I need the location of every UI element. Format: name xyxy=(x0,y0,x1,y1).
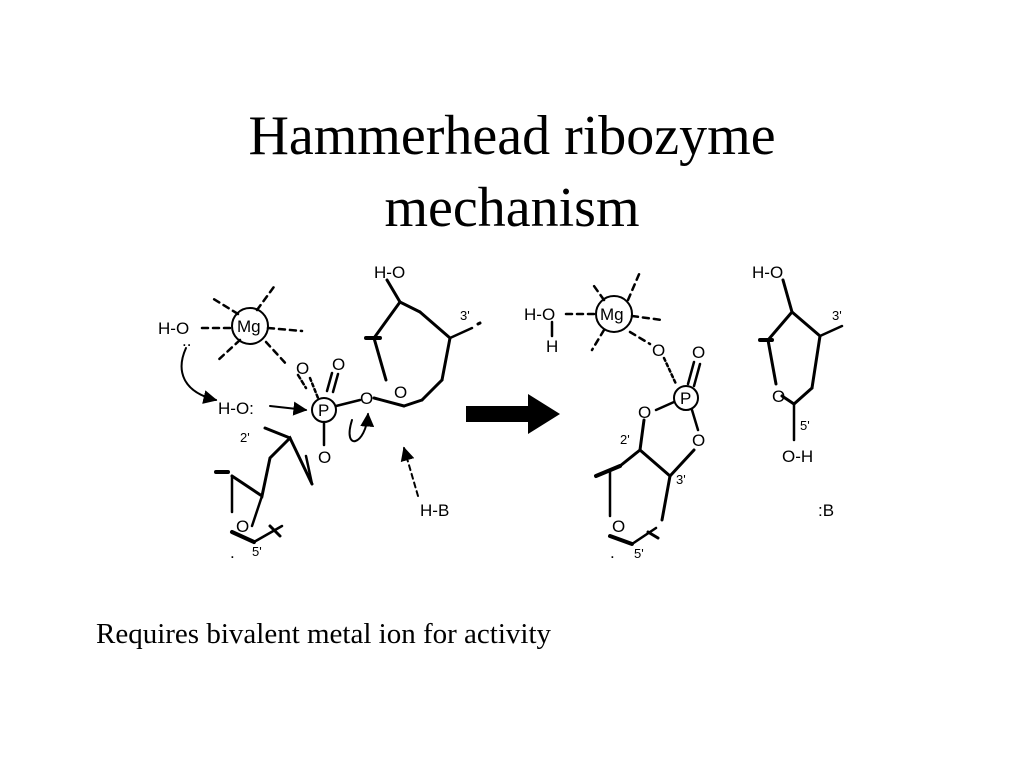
label-o-leaving: O xyxy=(360,389,373,408)
label-product-water-h: H xyxy=(546,337,558,356)
label-product-3prime-upper: 3' xyxy=(832,308,842,323)
label-product-2prime: 2' xyxy=(620,432,630,447)
slide-caption: Requires bivalent metal ion for activity xyxy=(96,618,552,650)
label-product-3prime-lower: 3' xyxy=(676,472,686,487)
cyclic-phosphate-ribose xyxy=(594,418,696,546)
title-line-2: mechanism xyxy=(384,176,640,239)
label-5prime: 5' xyxy=(252,544,262,559)
label-product-o-top: O xyxy=(692,343,705,362)
label-product-ring-o-upper: O xyxy=(772,387,785,406)
mg-ion xyxy=(231,307,269,345)
reaction-arrow xyxy=(466,394,560,434)
label-ring-o-lower: O xyxy=(236,517,249,536)
lower-ribose-ring xyxy=(214,426,314,544)
label-water-lone-pair: .. xyxy=(182,331,191,350)
product-structure xyxy=(550,270,844,546)
five-prime-hydroxyl-ribose xyxy=(758,278,844,442)
label-o-bottom: O xyxy=(318,448,331,467)
label-phosphorus: P xyxy=(318,401,329,420)
label-product-top-ho: H-O xyxy=(752,263,783,282)
slide-title: Hammerhead ribozyme mechanism xyxy=(0,100,1024,244)
label-ring-o-upper: O xyxy=(394,383,407,402)
label-product-o-3: O xyxy=(692,431,705,450)
label-product-water-ho: H-O xyxy=(524,305,555,324)
upper-ribose-ring xyxy=(364,278,482,408)
product-phosphorus-atom xyxy=(673,385,699,411)
label-o-top: O xyxy=(332,355,345,374)
label-product-mg: Mg xyxy=(600,305,624,324)
label-water: H-O xyxy=(158,319,189,338)
product-mg-coordination-bonds xyxy=(564,270,664,352)
label-hydroxyl: H-O: xyxy=(218,399,254,418)
label-product-o-2: O xyxy=(638,403,651,422)
label-product-oh: O-H xyxy=(782,447,813,466)
proton-transfer-arrow xyxy=(400,446,419,497)
label-product-base: :B xyxy=(818,501,834,520)
label-product-ring-o: O xyxy=(612,517,625,536)
label-mg: Mg xyxy=(237,317,261,336)
label-product-5prime-upper: 5' xyxy=(800,418,810,433)
label-product-o-mg: O xyxy=(652,341,665,360)
label-base: H-B xyxy=(420,501,449,520)
label-3prime: 3' xyxy=(460,308,470,323)
label-o-mg: O xyxy=(296,359,309,378)
label-product-dot-5prime: . xyxy=(610,543,615,562)
nucleophilic-attack-arrow xyxy=(269,401,308,416)
label-2prime: 2' xyxy=(240,430,250,445)
label-dot-5prime: . xyxy=(230,543,235,562)
label-product-phosphorus: P xyxy=(680,389,691,408)
label-top-ho: H-O xyxy=(374,263,405,282)
leaving-group-arrow xyxy=(348,412,375,442)
title-line-1: Hammerhead ribozyme xyxy=(248,104,776,167)
product-mg-ion xyxy=(595,295,633,333)
mg-coordination-bonds xyxy=(196,282,304,368)
mechanism-diagram: H-O .. Mg H-O: P O O O O O O H-O 2' 3' 5… xyxy=(158,263,844,562)
label-product-5prime-lower: 5' xyxy=(634,546,644,561)
water-attack-arrow xyxy=(180,347,218,404)
reactant-structure xyxy=(180,278,482,544)
